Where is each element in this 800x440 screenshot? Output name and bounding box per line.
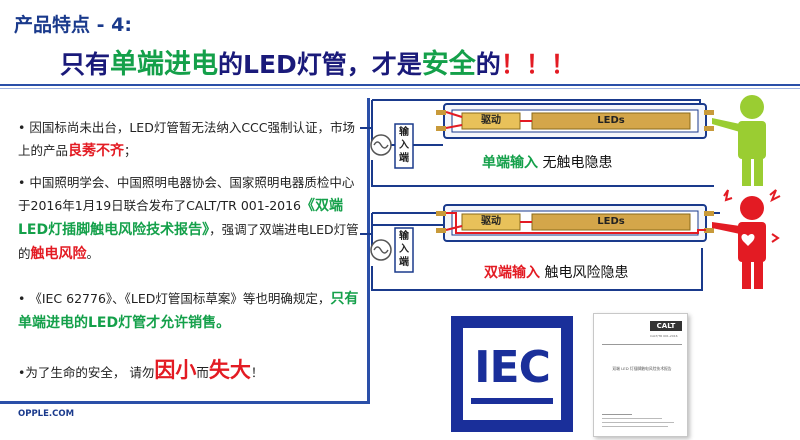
leds-label-top: LEDs bbox=[597, 115, 625, 126]
caption-single-end: 单端输入 无触电隐患 bbox=[482, 152, 612, 172]
input-label-bottom: 输入端 bbox=[399, 231, 409, 268]
input-label-top: 输入端 bbox=[399, 127, 409, 164]
bullet-calt-report-title: 《双端LED灯插脚触电风险技术报告》 bbox=[18, 198, 344, 238]
header-divider-thin bbox=[0, 88, 800, 89]
iec-logo-text: IEC bbox=[474, 342, 551, 393]
caption-single-end-highlight: 单端输入 bbox=[482, 155, 538, 171]
diagram-double-end bbox=[360, 189, 781, 291]
bullet-calt-end: 。 bbox=[86, 246, 100, 261]
bullet-safety-text: •为了生命的安全， 请勿 bbox=[18, 365, 155, 380]
headline: 只有单端进电的LED灯管，才是安全的！！！ bbox=[60, 42, 576, 81]
section-title: 产品特点 - 4: bbox=[14, 14, 132, 36]
iec-logo: IEC bbox=[451, 316, 573, 432]
heart-icon bbox=[741, 233, 755, 246]
calt-doc-title: 双端 LED 灯插脚触电风险技术报告 bbox=[612, 366, 672, 371]
bullet-iec-highlight: 只有单端进电的LED灯管才允许销售。 bbox=[18, 291, 359, 331]
left-panel-frame bbox=[0, 98, 370, 404]
caption-double-end: 双端输入 触电风险隐患 bbox=[484, 262, 628, 282]
headline-highlight-single-end: 单端进电 bbox=[110, 49, 219, 80]
driver-label-top: 驱动 bbox=[481, 115, 501, 126]
shocked-person-icon bbox=[712, 189, 781, 289]
bullet-ccc: • 因国标尚未出台，LED灯管暂无法纳入CCC强制认证，市场上的产品良莠不齐； bbox=[18, 116, 363, 163]
bullet-safety-end: ！ bbox=[250, 365, 264, 380]
bullet-calt-report: • 中国照明学会、中国照明电器协会、国家照明电器质检中心于2016年1月19日联… bbox=[18, 171, 363, 266]
bullet-safety-and: 而 bbox=[196, 365, 209, 380]
driver-label-bottom: 驱动 bbox=[481, 216, 501, 227]
footer-brand: OPPLE.COM bbox=[18, 409, 75, 419]
bullet-iec-text: • 《IEC 62776》、《LED灯管国标草案》等也明确规定， bbox=[18, 291, 331, 306]
safe-person-icon bbox=[712, 95, 766, 186]
headline-part3: 的LED灯管，才是 bbox=[218, 50, 422, 79]
bullet-ccc-text: • 因国标尚未出台，LED灯管暂无法纳入CCC强制认证，市场上的产品 bbox=[18, 120, 356, 158]
bullet-iec: • 《IEC 62776》、《LED灯管国标草案》等也明确规定，只有单端进电的L… bbox=[18, 287, 363, 335]
bullet-ccc-highlight: 良莠不齐 bbox=[68, 143, 125, 159]
diagram-single-end bbox=[360, 95, 766, 187]
headline-part1: 只有 bbox=[60, 50, 111, 79]
header-divider bbox=[0, 84, 800, 86]
headline-highlight-safe: 安全 bbox=[421, 49, 476, 80]
leds-label-bottom: LEDs bbox=[597, 216, 625, 227]
bullet-calt-text: • 中国照明学会、中国照明电器协会、国家照明电器质检中心于2016年1月19日联… bbox=[18, 175, 355, 213]
caption-double-end-text: 触电风险隐患 bbox=[540, 265, 629, 281]
headline-exclaim: ！！！ bbox=[500, 50, 576, 79]
bullet-safety: •为了生命的安全， 请勿因小而失大！ bbox=[18, 355, 363, 388]
spark-icon bbox=[769, 189, 781, 203]
calt-report-document: CALT CALT/TR 001-2016 双端 LED 灯插脚触电风险技术报告 bbox=[593, 313, 688, 437]
headline-part5: 的 bbox=[475, 50, 501, 79]
calt-logo: CALT bbox=[650, 321, 682, 331]
calt-doc-code: CALT/TR 001-2016 bbox=[650, 334, 678, 338]
bullet-calt-shock-risk: 触电风险 bbox=[30, 246, 87, 262]
bullet-safety-big: 失大 bbox=[208, 358, 251, 382]
bullet-ccc-end: ； bbox=[124, 143, 137, 158]
caption-single-end-text: 无触电隐患 bbox=[538, 155, 613, 171]
caption-double-end-highlight: 双端输入 bbox=[484, 265, 540, 281]
bullet-calt-text2: ，强调了双端进电LED灯管的 bbox=[18, 222, 359, 261]
bullet-safety-small: 因小 bbox=[154, 358, 197, 382]
